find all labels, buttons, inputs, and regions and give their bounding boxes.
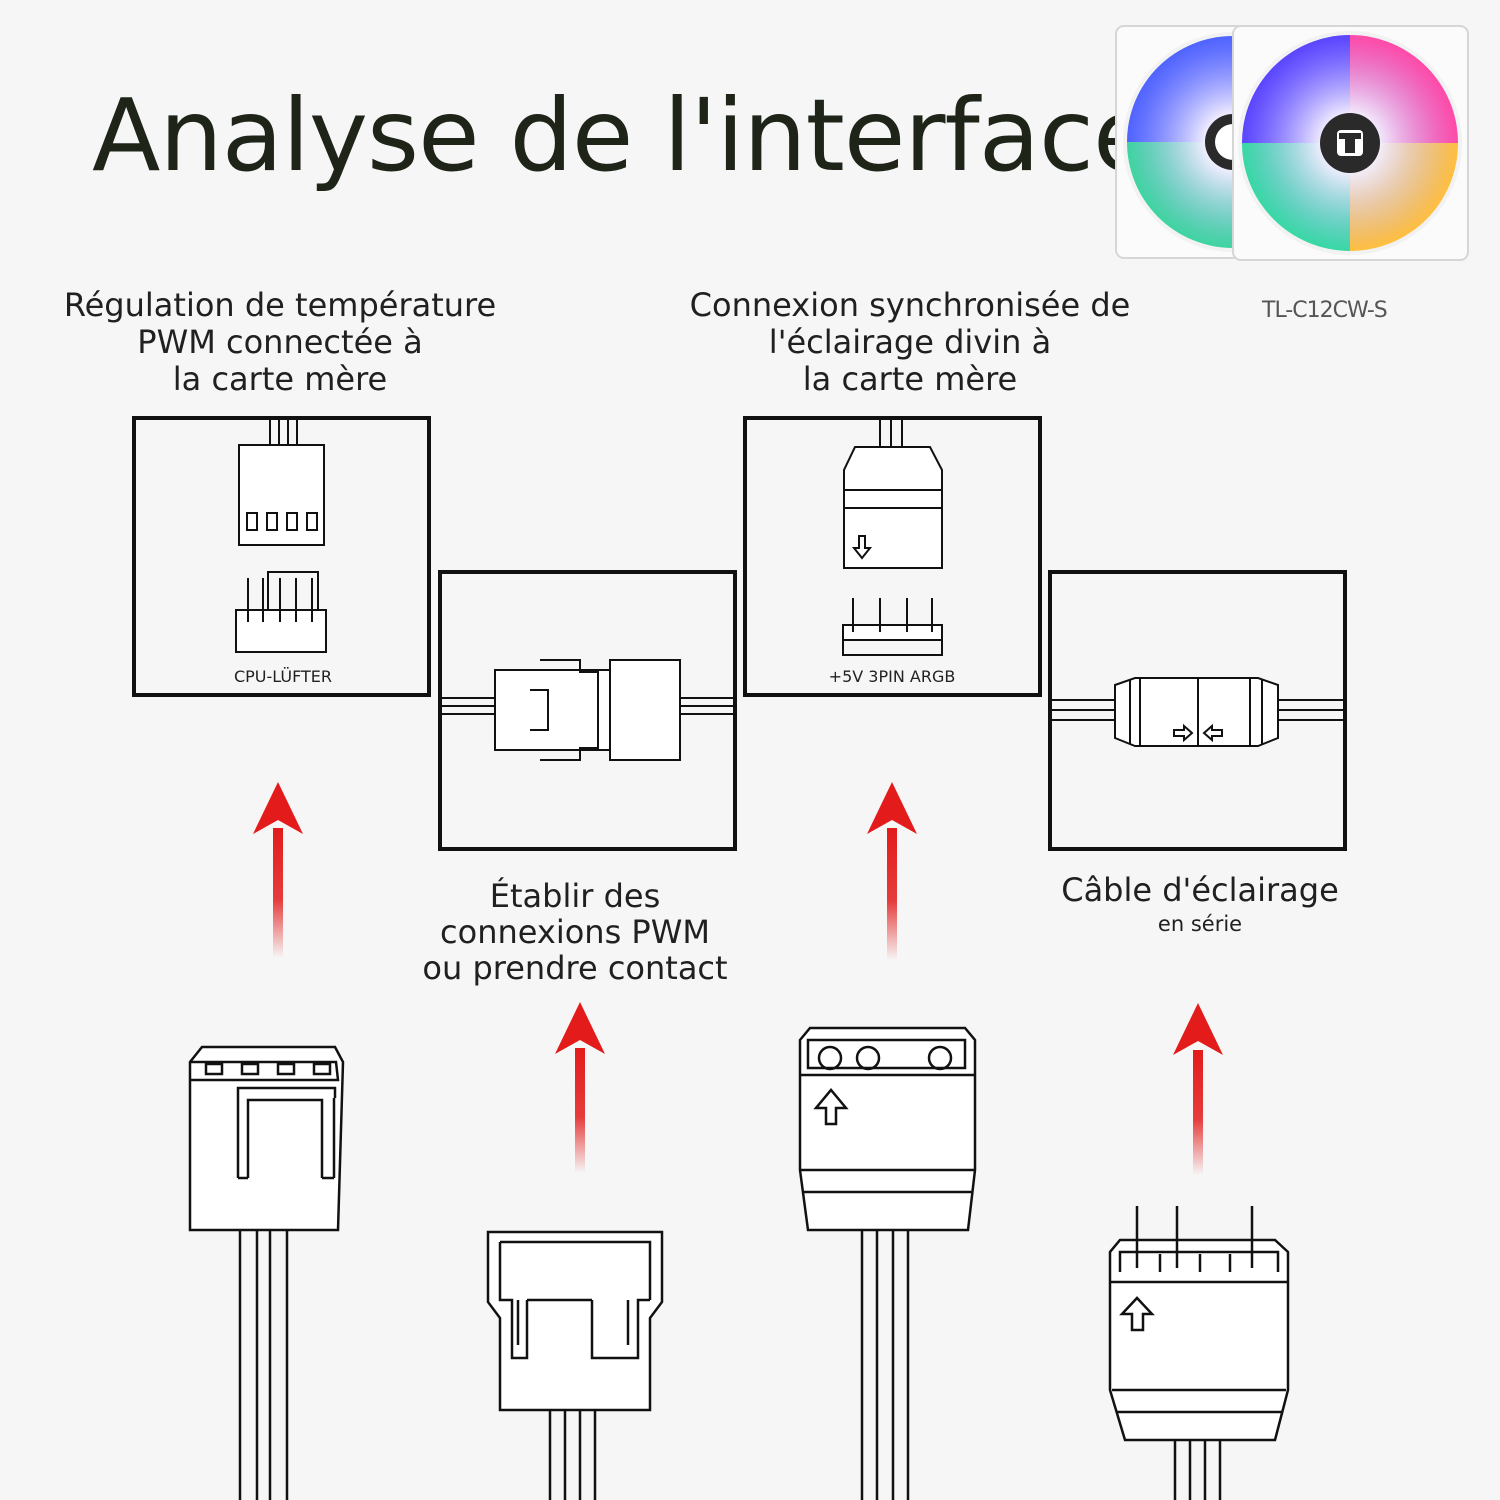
label-line: Établir des [489,877,661,915]
label-sync-lighting: Connexion synchronisée de l'éclairage di… [660,287,1160,398]
pwm-socket-plug [486,1230,664,1500]
label-line: la carte mère [802,360,1018,398]
label-subline: en série [1157,912,1243,936]
red-up-arrow-icon [867,782,917,960]
argb-caption: +5V 3PIN ARGB [829,667,956,686]
pwm-4pin-connector-icon [235,571,327,653]
rgb-fan-icon [1232,25,1469,261]
label-line: PWM connectée à [137,323,423,361]
label-lighting-cable: Câble d'éclairage en série [1040,872,1360,939]
argb-3pin-connector-icon [842,598,943,656]
label-line: ou prendre contact [422,949,728,987]
pwm-inline-box [438,570,737,851]
label-pwm-control: Régulation de température PWM connectée … [40,287,520,398]
label-establish-pwm: Établir des connexions PWM ou prendre co… [395,878,755,986]
cpu-fan-caption: CPU-LÜFTER [234,667,332,686]
argb-box [743,416,1042,697]
argb-3pin-male-plug [1108,1206,1290,1500]
chain-cable-box [1048,570,1347,851]
cpu-fan-box [132,416,431,697]
red-up-arrow-icon [555,1002,605,1173]
red-up-arrow-icon [1173,1003,1223,1175]
page-title: Analyse de l'interface [92,77,1154,194]
model-number: TL-C12CW-S [1262,298,1388,323]
label-line: Connexion synchronisée de [689,286,1131,324]
red-up-arrow-icon [253,782,303,958]
label-line: la carte mère [172,360,388,398]
label-line: l'éclairage divin à [768,323,1052,361]
pwm-4pin-plug [188,1045,345,1500]
argb-3pin-female-plug [798,1026,977,1500]
label-line: Régulation de température [63,286,497,324]
label-line: Câble d'éclairage [1061,871,1339,909]
label-line: connexions PWM [440,913,710,951]
